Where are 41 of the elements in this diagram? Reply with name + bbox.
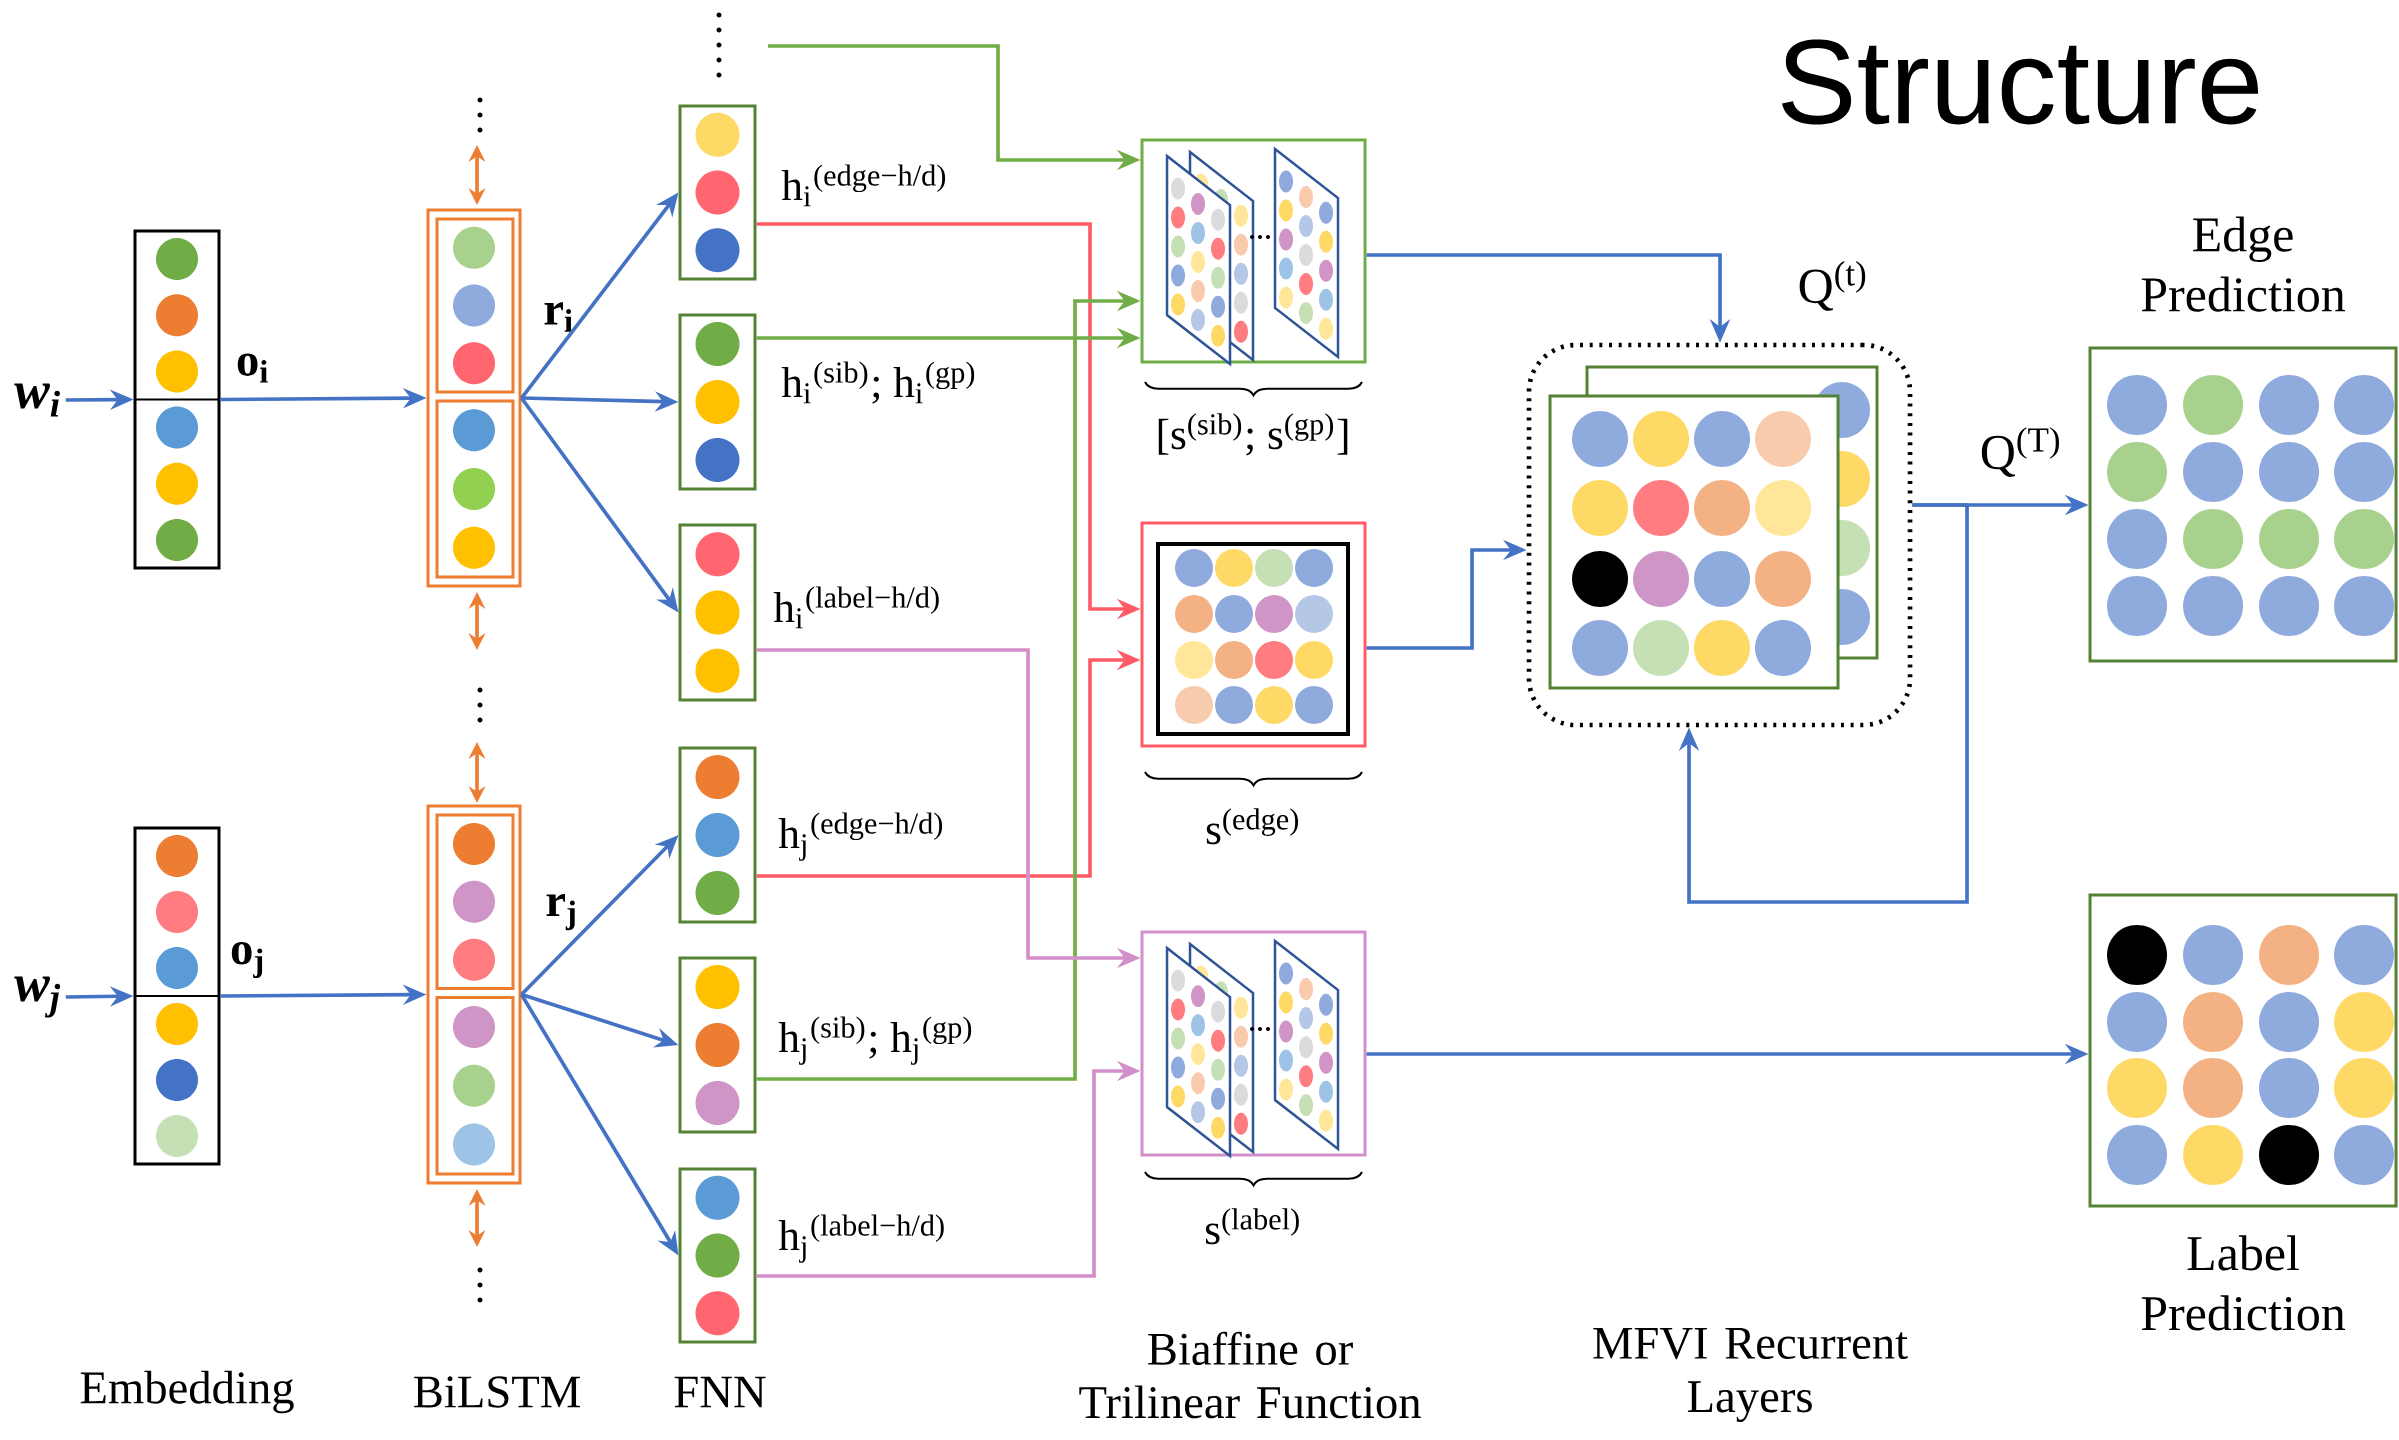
edge-label: Q$^{(T)}$ — [1976, 423, 2066, 481]
node-label: s$^{(label)}$ — [1205, 1208, 1299, 1245]
score-box: [s$^{(sib)}$; s$^{(gp)}$] — [1140, 138, 1367, 456]
edge-label: o$_{i}$ — [232, 350, 274, 386]
vector-box: h$_{i}$(label−h/d) — [678, 523, 939, 702]
bilstm-box: r$_{j}$ — [426, 804, 575, 1185]
node-label: Q$^{(t)}$ — [1799, 261, 1866, 311]
node-label: r$_{i}$ — [544, 302, 573, 332]
node-label: h$_{i}$(edge−h/d) — [781, 164, 946, 207]
bilstm-box: r$_{i}$ — [426, 208, 573, 588]
column-label: Biaffine or Trilinear Function — [1079, 1331, 1421, 1419]
node-label: h$_{j}$(label−h/d) — [778, 1214, 944, 1263]
node-label: h$_{i}$(label−h/d) — [773, 586, 939, 629]
vector-box: h$_{j}$(edge−h/d) — [678, 746, 943, 924]
edge-label: o$_{j}$ — [226, 938, 270, 982]
node-label: h$_{j}$(edge−h/d) — [778, 812, 943, 861]
embedding-vector — [133, 826, 221, 1166]
column-label: MFVI Recurrent Layers — [1593, 1328, 1908, 1423]
arrow — [1678, 503, 1969, 904]
prediction-matrix: Edge Prediction — [2088, 216, 2398, 663]
title: Structure — [1782, 39, 2259, 125]
node-label: h$_{i}$$^{(sib)}$; h$_{i}$(gp) — [781, 361, 975, 404]
recurrent-block: Q$^{(t)}$ — [1526, 261, 1913, 728]
vector-box: h$_{j}$$^{(sib)}$; h$_{j}$(gp) — [678, 956, 972, 1134]
word-label: w$_{j}$ — [14, 976, 61, 1018]
node-label: s$^{(edge)}$ — [1206, 808, 1299, 845]
score-box: s$^{(label)}$ — [1140, 930, 1367, 1245]
node-label: r$_{j}$ — [546, 893, 575, 931]
node-label: h$_{j}$$^{(sib)}$; h$_{j}$(gp) — [778, 1016, 972, 1065]
node-label: Label Prediction — [2141, 1235, 2346, 1331]
vector-box: h$_{i}$$^{(sib)}$; h$_{i}$(gp) — [678, 313, 975, 491]
vector-box: h$_{i}$(edge−h/d) — [678, 104, 946, 281]
column-label: BiLSTM — [414, 1376, 580, 1408]
column-label: Embedding — [80, 1370, 294, 1414]
vector-box: h$_{j}$(label−h/d) — [678, 1167, 944, 1344]
score-box: s$^{(edge)}$ — [1140, 521, 1367, 845]
node-label: [s$^{(sib)}$; s$^{(gp)}$] — [1158, 413, 1348, 456]
embedding-vector — [133, 229, 221, 570]
node-label: Edge Prediction — [2141, 216, 2346, 312]
prediction-matrix: Label Prediction — [2088, 893, 2398, 1331]
word-label: w$_{i}$ — [14, 383, 60, 417]
